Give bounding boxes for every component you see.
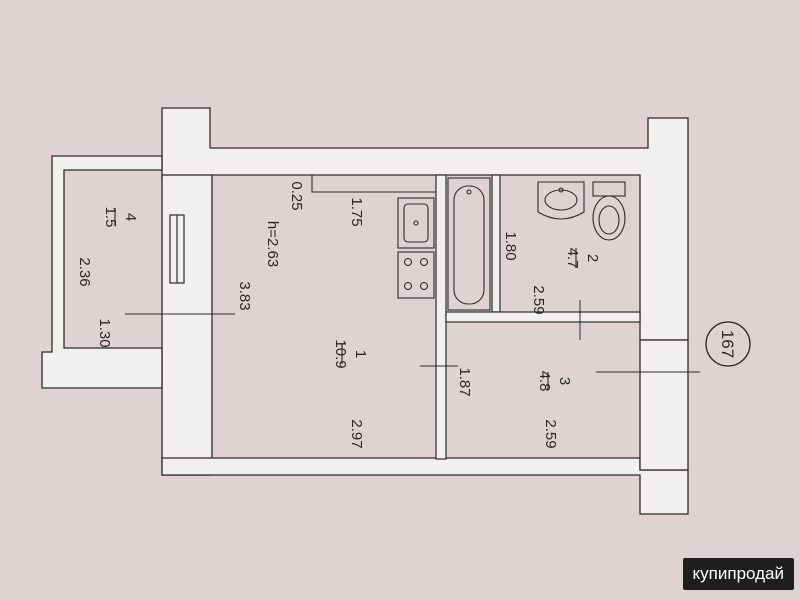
room-4-area: 1.5 bbox=[102, 207, 119, 228]
room-4-number: 4 bbox=[122, 213, 139, 221]
balcony-length: 2.36 bbox=[76, 257, 93, 286]
room-2-number: 2 bbox=[584, 254, 601, 262]
room-3-area: 4.8 bbox=[536, 371, 553, 392]
room-1-number: 1 bbox=[352, 350, 369, 358]
wall-offset: 0.25 bbox=[288, 181, 305, 210]
bath-width: 2.59 bbox=[530, 285, 547, 314]
watermark: купипродай bbox=[682, 558, 794, 590]
kitchen-counter-length: 1.75 bbox=[348, 197, 365, 226]
bath-length: 1.80 bbox=[502, 231, 519, 260]
kitchen-sink-icon bbox=[397, 197, 435, 249]
partitions bbox=[435, 174, 641, 460]
plan-number: 167 bbox=[718, 330, 737, 358]
labels: 4 1.5 2.36 1.30 0.25 h=2.63 1.75 3.83 1 … bbox=[76, 181, 601, 448]
corridor-length: 1.87 bbox=[456, 367, 473, 396]
stove-icon bbox=[397, 251, 435, 299]
room-3-number: 3 bbox=[556, 377, 573, 385]
room-1-depth: 3.83 bbox=[236, 281, 253, 310]
area-fraction-lines bbox=[114, 208, 577, 390]
ceiling-height: h=2.63 bbox=[264, 221, 281, 267]
kitchen-counter bbox=[311, 175, 436, 193]
washbasin-icon bbox=[537, 181, 585, 220]
plan-number-badge: 167 bbox=[705, 321, 751, 367]
room-1-width: 2.97 bbox=[348, 419, 365, 448]
room-1-area: 10.9 bbox=[332, 339, 349, 368]
bathtub-icon bbox=[447, 177, 491, 311]
room-3-width: 2.59 bbox=[542, 419, 559, 448]
window bbox=[169, 214, 185, 284]
room-2-area: 4.7 bbox=[564, 248, 581, 269]
balcony-width: 1.30 bbox=[96, 318, 113, 347]
doors bbox=[125, 300, 700, 373]
toilet-icon bbox=[592, 181, 626, 241]
outer-walls bbox=[41, 107, 689, 515]
